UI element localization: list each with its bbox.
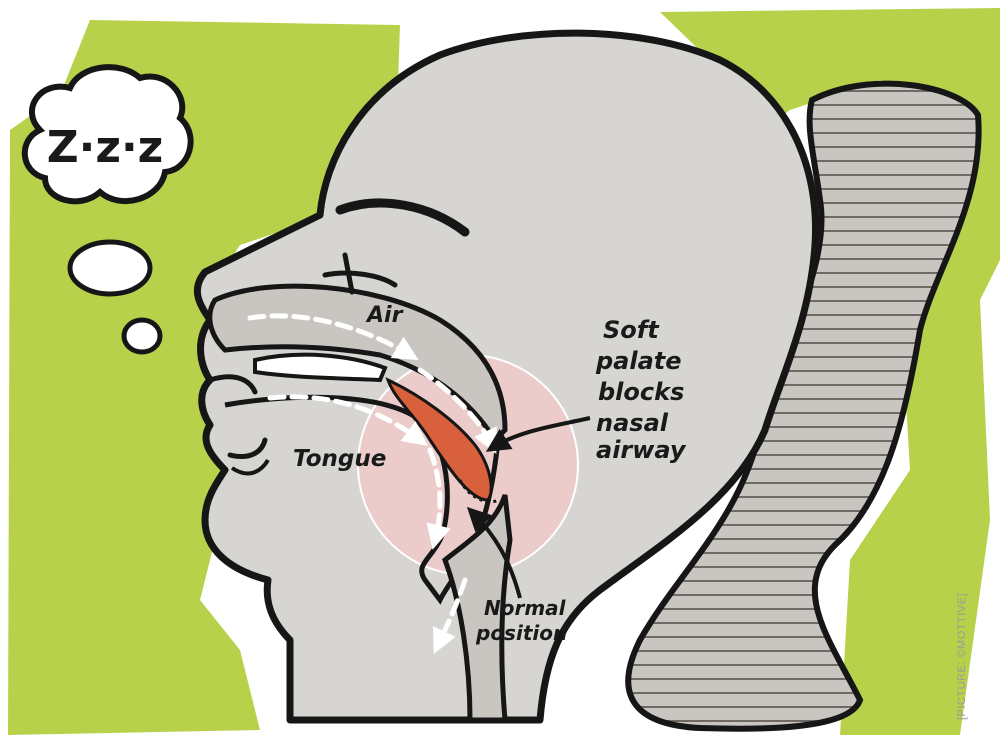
label-soft-palate-line-3: blocks	[598, 378, 684, 406]
label-soft-palate-line-5: airway	[596, 436, 687, 464]
label-soft-palate-line-4: nasal	[596, 409, 669, 437]
label-normal-line-1: Normal	[484, 596, 567, 620]
thought-cloud-small	[124, 320, 160, 352]
label-soft-palate-line-2: palate	[595, 347, 682, 375]
label-normal-line-2: position	[475, 621, 567, 645]
thought-zzz: Z·z·z	[47, 122, 164, 173]
label-normal-position-group: Normal position	[475, 596, 567, 645]
picture-credit: [PICTURE: ©MOTTIVE]	[956, 593, 968, 720]
label-tongue: Tongue	[293, 446, 386, 472]
thought-cloud-mid	[70, 242, 150, 294]
label-soft-palate-line-1: Soft	[603, 316, 660, 344]
label-air: Air	[365, 303, 404, 328]
